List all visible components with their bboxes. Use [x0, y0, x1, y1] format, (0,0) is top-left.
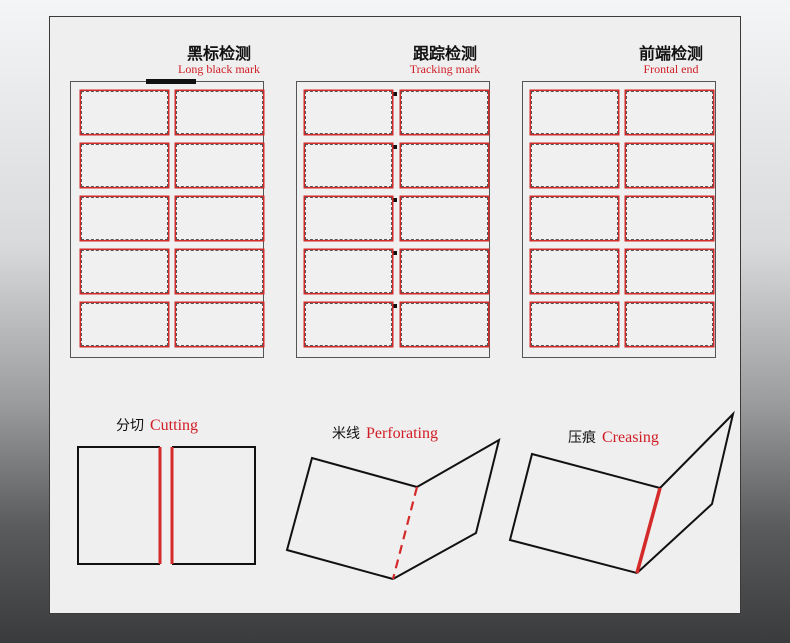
tracking-mark	[392, 145, 397, 149]
crease-line	[635, 487, 662, 574]
label-cell	[531, 197, 618, 240]
label-cell	[176, 250, 263, 293]
label-cell	[626, 197, 713, 240]
sheet-long-black-mark	[70, 79, 264, 358]
sheet-subtitle-tracking-mark: Tracking mark	[409, 62, 481, 76]
label-cell	[531, 91, 618, 134]
process-label-en: Cutting	[150, 417, 199, 434]
sheet-frontal-end	[522, 81, 716, 358]
label-cell	[176, 303, 263, 346]
label-cell	[81, 144, 168, 187]
process-label-en: Creasing	[602, 429, 659, 446]
label-cell	[305, 144, 392, 187]
tracking-mark	[392, 198, 397, 202]
tracking-mark	[392, 92, 397, 96]
label-cell	[176, 197, 263, 240]
label-cell	[531, 250, 618, 293]
label-cell	[176, 144, 263, 187]
sheet-title-frontal-end: 前端检测	[638, 44, 703, 63]
label-cell	[81, 303, 168, 346]
label-cell	[401, 144, 488, 187]
sheet-tracking-mark	[296, 81, 490, 358]
label-cell	[401, 197, 488, 240]
sheet-subtitle-long-black-mark: Long black mark	[178, 62, 260, 76]
label-cell	[626, 250, 713, 293]
perforating-illustration	[285, 437, 501, 580]
process-label-cn: 分切	[116, 418, 144, 434]
label-cell	[305, 91, 392, 134]
creasing-illustration	[508, 410, 735, 574]
tracking-mark	[392, 304, 397, 308]
label-cell	[401, 91, 488, 134]
label-cell	[305, 250, 392, 293]
cutting-illustration	[77, 446, 256, 565]
label-cell	[401, 250, 488, 293]
process-label-en: Perforating	[366, 425, 438, 442]
process-label-cn: 压痕	[568, 430, 596, 446]
perforation-line	[391, 486, 419, 580]
label-cell	[305, 197, 392, 240]
label-cell	[626, 91, 713, 134]
sheet-title-long-black-mark: 黑标检测	[186, 44, 251, 63]
label-cell	[176, 91, 263, 134]
label-cell	[401, 303, 488, 346]
label-cell	[626, 303, 713, 346]
sheet-subtitle-frontal-end: Frontal end	[643, 62, 699, 76]
process-label-cutting: 分切 Cutting	[116, 415, 198, 436]
label-cell	[531, 303, 618, 346]
diagram-panel: 黑标检测 Long black mark 跟踪检测 Tracking mark …	[49, 16, 741, 614]
label-cell	[81, 197, 168, 240]
label-cell	[626, 144, 713, 187]
long-black-mark	[146, 79, 196, 84]
label-cell	[81, 91, 168, 134]
process-label-cn: 米线	[332, 426, 360, 442]
label-cell	[81, 250, 168, 293]
label-cell	[531, 144, 618, 187]
tracking-mark	[392, 251, 397, 255]
process-label-perforating: 米线 Perforating	[332, 423, 438, 444]
process-illustrations	[77, 410, 735, 580]
sheet-title-tracking-mark: 跟踪检测	[412, 44, 477, 63]
process-label-creasing: 压痕 Creasing	[568, 427, 659, 448]
label-cell	[305, 303, 392, 346]
